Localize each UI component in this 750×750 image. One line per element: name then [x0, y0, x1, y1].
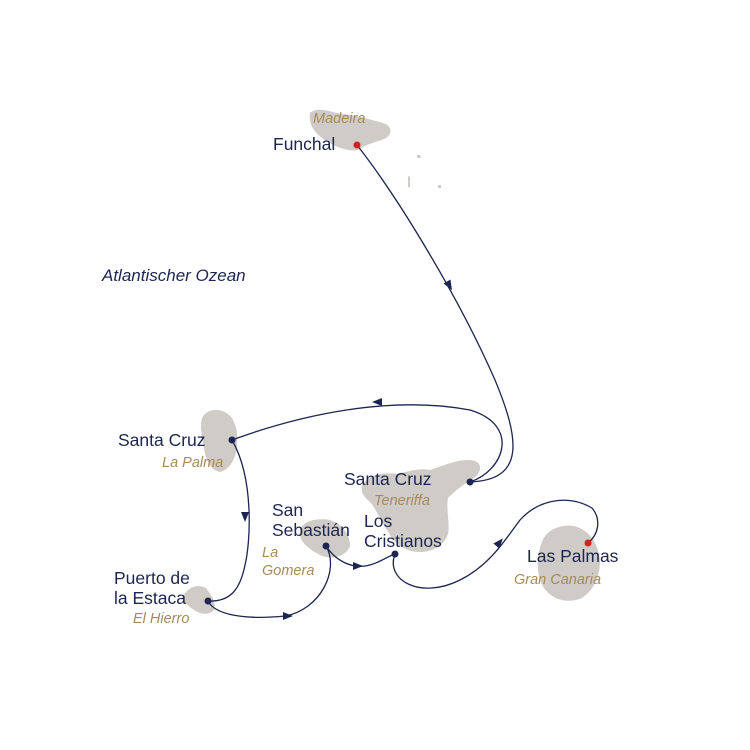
arrow-funchal-tenerife — [443, 279, 452, 291]
ocean-label: Atlantischer Ozean — [102, 266, 246, 285]
port-label-san-sebastian-line1: San — [272, 500, 304, 520]
port-label-funchal: Funchal — [273, 134, 336, 154]
marker-los-cristianos — [391, 550, 399, 558]
marker-santa-cruz-palma — [228, 436, 236, 444]
islands — [182, 109, 600, 614]
island-label-gran-canaria: Gran Canaria — [514, 572, 602, 588]
island-tenerife — [361, 460, 481, 552]
island-label-la-palma: La Palma — [162, 455, 224, 471]
port-label-puerto-estaca: Puerto de la Estaca — [114, 568, 190, 608]
island-label-tenerife: Teneriffa — [374, 493, 430, 509]
island-selvagens — [438, 185, 441, 188]
marker-funchal — [353, 141, 361, 149]
island-label-la-gomera-line1: La — [262, 545, 279, 561]
island-la-gomera — [299, 519, 350, 558]
port-label-san-sebastian-line2: Sebastián — [272, 520, 350, 540]
arrow-cristianos-laspalmas — [493, 538, 503, 549]
route-cristianos-laspalmas — [392, 499, 599, 589]
island-label-el-hierro: El Hierro — [133, 611, 190, 627]
port-label-los-cristianos: Los Cristianos — [364, 511, 442, 551]
port-markers — [204, 141, 592, 605]
marker-santa-cruz-tenerife — [466, 478, 474, 486]
marker-las-palmas — [584, 539, 592, 547]
port-label-las-palmas: Las Palmas — [527, 546, 619, 566]
port-label-puerto-estaca-line2: la Estaca — [114, 588, 186, 608]
arrow-lapalma-hierro — [241, 512, 249, 522]
direction-arrows — [241, 279, 503, 620]
port-label-san-sebastian: San Sebastián — [272, 500, 350, 540]
island-desertas — [408, 176, 410, 187]
island-label-madeira: Madeira — [313, 111, 366, 127]
port-label-santa-cruz-tenerife: Santa Cruz — [344, 469, 432, 489]
island-madeira — [309, 109, 391, 151]
port-label-puerto-estaca-line1: Puerto de — [114, 568, 190, 588]
port-label-los-cristianos-line1: Los — [364, 511, 393, 531]
arrow-hierro-gomera — [283, 612, 293, 620]
island-porto-santo — [417, 155, 421, 158]
port-label-santa-cruz-palma: Santa Cruz — [118, 430, 206, 450]
route-funchal-tenerife — [356, 144, 514, 483]
island-la-palma — [201, 409, 238, 472]
route-tenerife-lapalma — [231, 404, 503, 483]
island-el-hierro — [182, 586, 215, 614]
marker-puerto-estaca — [204, 597, 212, 605]
port-label-los-cristianos-line2: Cristianos — [364, 531, 442, 551]
route-gomera-cristianos — [325, 545, 396, 567]
marker-san-sebastian — [322, 542, 330, 550]
arrow-gomera-cristianos — [353, 562, 363, 570]
island-label-la-gomera-line2: Gomera — [262, 563, 315, 579]
arrow-tenerife-lapalma — [372, 398, 382, 406]
route-lapalma-hierro — [207, 439, 250, 602]
island-label-la-gomera: La Gomera — [262, 544, 314, 580]
island-gran-canaria — [537, 525, 600, 601]
